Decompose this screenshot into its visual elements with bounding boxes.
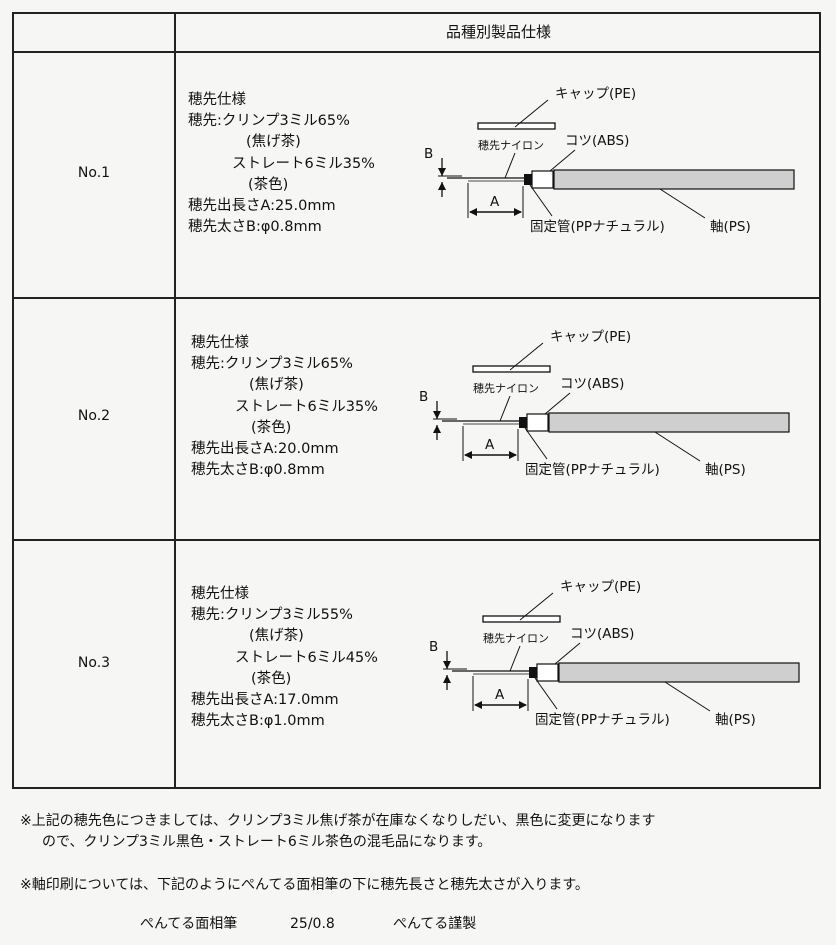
- spec-straight-color: (茶色): [251, 670, 292, 687]
- shaft-leader: [654, 431, 701, 462]
- cap-leader: [509, 342, 544, 371]
- ferrule-shape: [524, 174, 532, 185]
- dim-b-arrows: [443, 661, 451, 683]
- kotsu-label: コツ(ABS): [565, 133, 630, 149]
- kotsu-shape: [531, 170, 554, 189]
- tip-spec: 穂先仕様穂先:クリンプ3ミル65% (焦げ茶) ストレート6ミル35% (茶色) 穂先出…: [191, 333, 378, 481]
- print-maker: ぺんてる謹製: [393, 916, 477, 932]
- spec-heading: 穂先仕様: [188, 92, 246, 108]
- shaft-shape: [558, 662, 800, 683]
- shaft-label: 軸(PS): [715, 712, 756, 728]
- shaft-label: 軸(PS): [705, 462, 746, 478]
- ferrule-label: 固定管(PPナチュラル): [525, 462, 660, 478]
- ferrule-shape: [529, 667, 537, 678]
- ferrule-label: 固定管(PPナチュラル): [530, 219, 665, 235]
- nylon-leader: [509, 645, 521, 672]
- spec-tip: 穂先:クリンプ3ミル65%: [188, 113, 350, 130]
- kotsu-leader: [549, 149, 576, 172]
- nylon-label: 穂先ナイロン: [483, 632, 549, 645]
- divider: [12, 297, 821, 299]
- row-number: No.2: [77, 408, 111, 424]
- ferrule-leader: [524, 427, 548, 460]
- dim-a-label: A: [495, 687, 505, 703]
- dim-b-label: B: [424, 146, 434, 162]
- tip-spec: 穂先仕様穂先:クリンプ3ミル55% (焦げ茶) ストレート6ミル45% (茶色) 穂先出…: [191, 584, 378, 732]
- kotsu-label: コツ(ABS): [570, 626, 635, 642]
- spec-heading: 穂先仕様: [191, 586, 249, 602]
- cap-label: キャップ(PE): [560, 579, 642, 595]
- nylon-label: 穂先ナイロン: [473, 382, 539, 395]
- cap-label: キャップ(PE): [550, 329, 632, 345]
- kotsu-shape: [526, 413, 549, 432]
- note-1-line-1: ※上記の穂先色につきましては、クリンプ3ミル焦げ茶が在庫なくなりしだい、黒色に変…: [20, 813, 656, 829]
- spec-straight-color: (茶色): [248, 176, 289, 193]
- spec-tip-color: (焦げ茶): [246, 134, 301, 151]
- dim-b-arrows: [438, 168, 446, 190]
- shaft-leader: [659, 188, 706, 219]
- tip-spec: 穂先仕様穂先:クリンプ3ミル65% (焦げ茶) ストレート6ミル35% (茶色) 穂先出…: [188, 90, 375, 238]
- dim-b-arrows: [433, 411, 441, 433]
- print-spec: 25/0.8: [290, 916, 335, 932]
- note-1-line-2: ので、クリンプ3ミル黒色・ストレート6ミル茶色の混毛品になります。: [42, 834, 492, 850]
- spec-length: 穂先出長さA:25.0mm: [188, 197, 336, 214]
- spec-thickness: 穂先太さB:φ1.0mm: [191, 713, 325, 730]
- print-name: ぺんてる面相筆: [140, 916, 238, 932]
- kotsu-leader: [554, 642, 581, 665]
- spec-straight: ストレート6ミル45%: [235, 649, 378, 666]
- divider: [174, 12, 176, 789]
- dim-b-label: B: [419, 389, 429, 405]
- row-number: No.1: [77, 165, 111, 181]
- spec-thickness: 穂先太さB:φ0.8mm: [188, 219, 322, 236]
- shaft-shape: [553, 169, 795, 190]
- shaft-shape: [548, 412, 790, 433]
- kotsu-label: コツ(ABS): [560, 376, 625, 392]
- spec-length: 穂先出長さA:17.0mm: [191, 691, 339, 708]
- spec-straight: ストレート6ミル35%: [235, 398, 378, 415]
- spec-thickness: 穂先太さB:φ0.8mm: [191, 462, 325, 479]
- spec-table: [12, 12, 821, 789]
- dim-a-label: A: [490, 194, 500, 210]
- spec-tip: 穂先:クリンプ3ミル65%: [191, 356, 353, 373]
- row-number: No.3: [77, 655, 111, 671]
- ferrule-leader: [534, 677, 558, 710]
- spec-straight: ストレート6ミル35%: [232, 155, 375, 172]
- kotsu-shape: [536, 663, 559, 682]
- kotsu-leader: [544, 392, 571, 415]
- ferrule-label: 固定管(PPナチュラル): [535, 712, 670, 728]
- nylon-label: 穂先ナイロン: [478, 139, 544, 152]
- cap-leader: [514, 99, 549, 128]
- spec-tip-color: (焦げ茶): [249, 628, 304, 645]
- cap-label: キャップ(PE): [555, 86, 637, 102]
- table-title: 品種別製品仕様: [445, 23, 551, 41]
- spec-tip: 穂先:クリンプ3ミル55%: [191, 607, 353, 624]
- spec-heading: 穂先仕様: [191, 335, 249, 351]
- dim-a-label: A: [485, 437, 495, 453]
- shaft-label: 軸(PS): [710, 219, 751, 235]
- spec-length: 穂先出長さA:20.0mm: [191, 440, 339, 457]
- nylon-leader: [499, 395, 511, 422]
- cap-leader: [519, 592, 554, 621]
- spec-straight-color: (茶色): [251, 419, 292, 436]
- divider: [12, 539, 821, 541]
- ferrule-shape: [519, 417, 527, 428]
- shaft-leader: [664, 681, 711, 712]
- divider: [12, 51, 821, 53]
- ferrule-leader: [529, 184, 553, 217]
- nylon-leader: [504, 152, 516, 179]
- dim-b-label: B: [429, 639, 439, 655]
- note-2: ※軸印刷については、下記のようにぺんてる面相筆の下に穂先長さと穂先太さが入ります…: [20, 877, 589, 893]
- spec-tip-color: (焦げ茶): [249, 377, 304, 394]
